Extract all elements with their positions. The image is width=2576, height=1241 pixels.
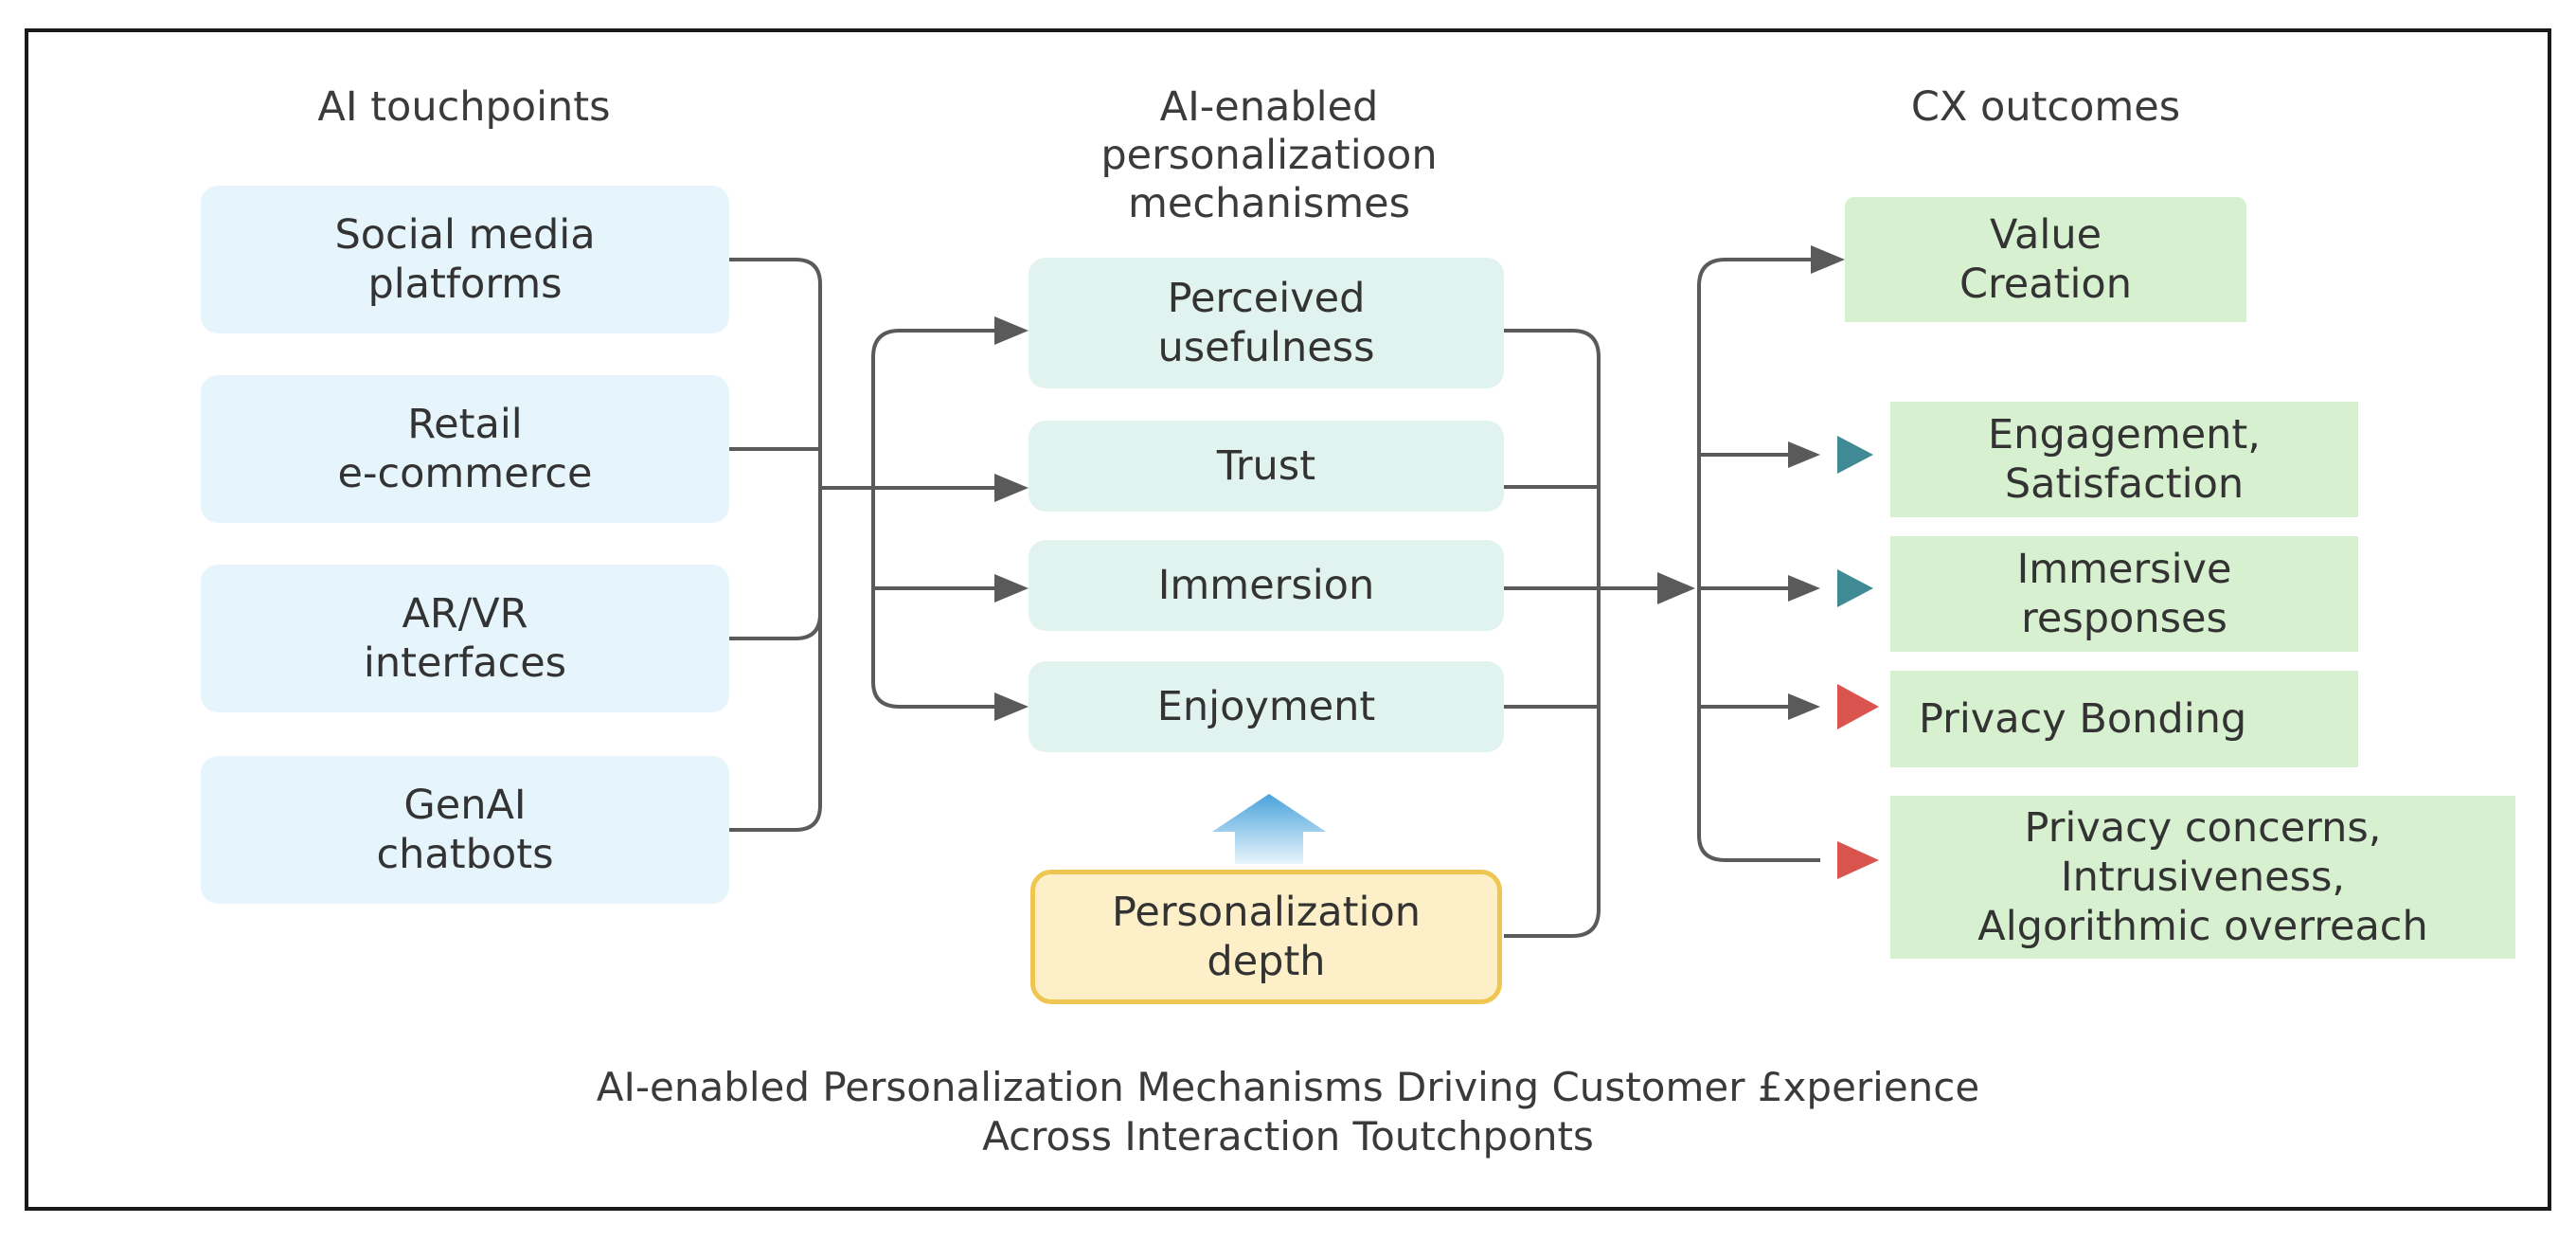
arrowhead-immersive (1788, 575, 1820, 602)
marker-engagement (1837, 436, 1873, 474)
mechanism-trust: Trust (1029, 421, 1504, 512)
arrowhead-enjoyment (994, 692, 1029, 721)
arrowhead-trust (994, 474, 1029, 502)
outcome-privacy-concerns: Privacy concerns, Intrusiveness, Algorit… (1890, 796, 2515, 959)
up-arrow (1212, 794, 1326, 864)
outcome-value-creation: Value Creation (1845, 197, 2246, 322)
connector-from-usefulness (1504, 329, 1601, 938)
touchpoint-retail-ecommerce: Retail e-commerce (201, 375, 729, 523)
connector-arvr (729, 613, 822, 640)
arrowhead-usefulness (994, 316, 1029, 345)
header-touchpoints: AI touchpoints (317, 83, 611, 131)
header-outcomes: CX outcomes (1910, 83, 2181, 131)
arrowhead-privacy-bonding (1788, 693, 1820, 720)
connector-outcomes-bus (1697, 258, 1820, 862)
arrowhead-engagement (1788, 441, 1820, 468)
outcome-privacy-bonding: Privacy Bonding (1890, 671, 2358, 767)
connector-social-media (729, 258, 822, 832)
marker-privacy-bonding (1837, 684, 1879, 729)
marker-privacy-concerns (1837, 841, 1879, 879)
touchpoint-social-media: Social media platforms (201, 186, 729, 333)
diagram-caption: AI-enabled Personalization Mechanisms Dr… (596, 1064, 1980, 1160)
marker-immersive (1837, 569, 1873, 607)
header-mechanisms: AI-enabled personalizatioon mechanismes (1100, 83, 1438, 227)
mechanism-immersion: Immersion (1029, 540, 1504, 631)
connector-mech-bus (871, 329, 1004, 709)
mechanism-enjoyment: Enjoyment (1029, 661, 1504, 752)
outcome-immersive-responses: Immersive responses (1890, 536, 2358, 652)
outcome-engagement-satisfaction: Engagement, Satisfaction (1890, 402, 2358, 517)
touchpoint-arvr: AR/VR interfaces (201, 565, 729, 712)
moderator-personalization-depth: Personalization depth (1030, 870, 1502, 1004)
arrowhead-immersion (994, 574, 1029, 603)
mechanism-perceived-usefulness: Perceived usefulness (1029, 258, 1504, 388)
touchpoint-genai-chatbots: GenAI chatbots (201, 756, 729, 904)
arrowhead-value (1811, 245, 1845, 274)
arrowhead-merge (1657, 572, 1695, 604)
